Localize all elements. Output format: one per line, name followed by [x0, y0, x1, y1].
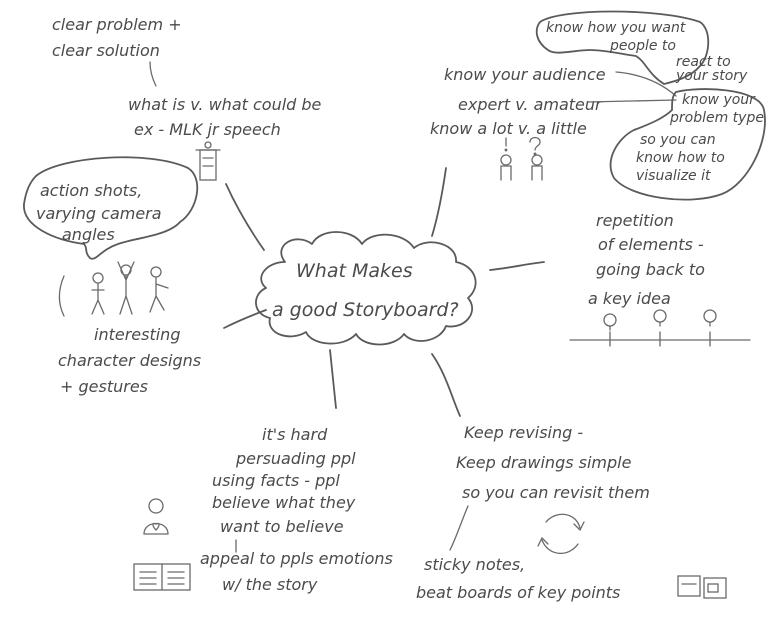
open-book-icon: [133, 563, 191, 591]
connector-problem: [149, 61, 157, 87]
what-is-line1: what is v. what could be: [128, 95, 322, 114]
sticky-line1: sticky notes,: [424, 555, 525, 574]
action-shots-line1: action shots,: [40, 181, 142, 200]
problem-solution-line2: clear solution: [52, 41, 160, 60]
persuading-line2: persuading ppl: [235, 449, 356, 468]
know-lot-little-text: know a lot v. a little: [430, 119, 587, 138]
action-shots-bubble: [23, 156, 199, 260]
react-line2: people to: [609, 38, 676, 54]
persuading-line3: using facts - ppl: [212, 471, 340, 490]
branch-line-top-left: [225, 183, 265, 251]
characters-line1: interesting: [94, 325, 180, 344]
appeal-line2: w/ the story: [222, 575, 318, 594]
connector-expert: [587, 99, 677, 103]
problem-type-line5: visualize it: [636, 168, 711, 184]
revising-line2: Keep drawings simple: [456, 453, 632, 472]
sticky-line2: beat boards of key points: [416, 583, 620, 602]
branch-line-left: [223, 309, 267, 329]
repetition-line2: of elements -: [598, 235, 704, 254]
repetition-line3: going back to: [596, 260, 705, 279]
problem-type-line3: so you can: [640, 132, 716, 148]
revising-line3: so you can revisit them: [462, 483, 650, 502]
problem-type-bubble: [609, 88, 766, 201]
connector-audience: [615, 71, 677, 97]
person-heart-icon: [143, 498, 169, 535]
what-is-line2: ex - MLK jr speech: [134, 120, 281, 139]
action-shots-line3: angles: [62, 225, 115, 244]
podium-sketch-icon: [195, 141, 221, 181]
branch-line-bottom-left: [329, 349, 337, 409]
revising-line1: Keep revising -: [464, 423, 583, 442]
stick-figures-icon: [58, 261, 169, 317]
appeal-line1: appeal to ppls emotions: [200, 549, 393, 568]
problem-type-line1: know your: [682, 92, 756, 108]
characters-line2: character designs: [58, 351, 201, 370]
repetition-line4: a key idea: [588, 289, 671, 308]
persuading-line5: want to believe: [220, 517, 344, 536]
audience-figures-icon: [500, 136, 543, 181]
react-bubble: [535, 10, 710, 85]
branch-line-top-right: [431, 167, 447, 237]
react-line3: react to: [676, 54, 731, 70]
center-title-line1: What Makes: [296, 260, 413, 282]
know-audience-text: know your audience: [444, 65, 606, 84]
center-title-line2: a good Storyboard?: [272, 299, 459, 321]
connector-sticky: [449, 505, 469, 551]
problem-type-line4: know how to: [636, 150, 725, 166]
branch-line-bottom-right: [431, 353, 461, 417]
react-line1: know how you want: [546, 20, 686, 36]
branch-line-right: [489, 261, 545, 271]
characters-line3: + gestures: [60, 377, 148, 396]
center-cloud: [255, 231, 477, 346]
react-line4: your story: [675, 68, 748, 84]
problem-solution-line1: clear problem +: [52, 15, 182, 34]
persuading-line1: it's hard: [262, 425, 328, 444]
sticky-notes-icon: [677, 575, 727, 599]
action-shots-line2: varying camera: [36, 204, 162, 223]
persuading-line4: believe what they: [212, 493, 356, 512]
refresh-cycle-icon: [537, 513, 585, 554]
repetition-line1: repetition: [596, 211, 674, 230]
timeline-sketch-icon: [569, 309, 751, 347]
problem-type-line2: problem type: [669, 110, 764, 126]
expert-amateur-text: expert v. amateur: [458, 95, 603, 114]
